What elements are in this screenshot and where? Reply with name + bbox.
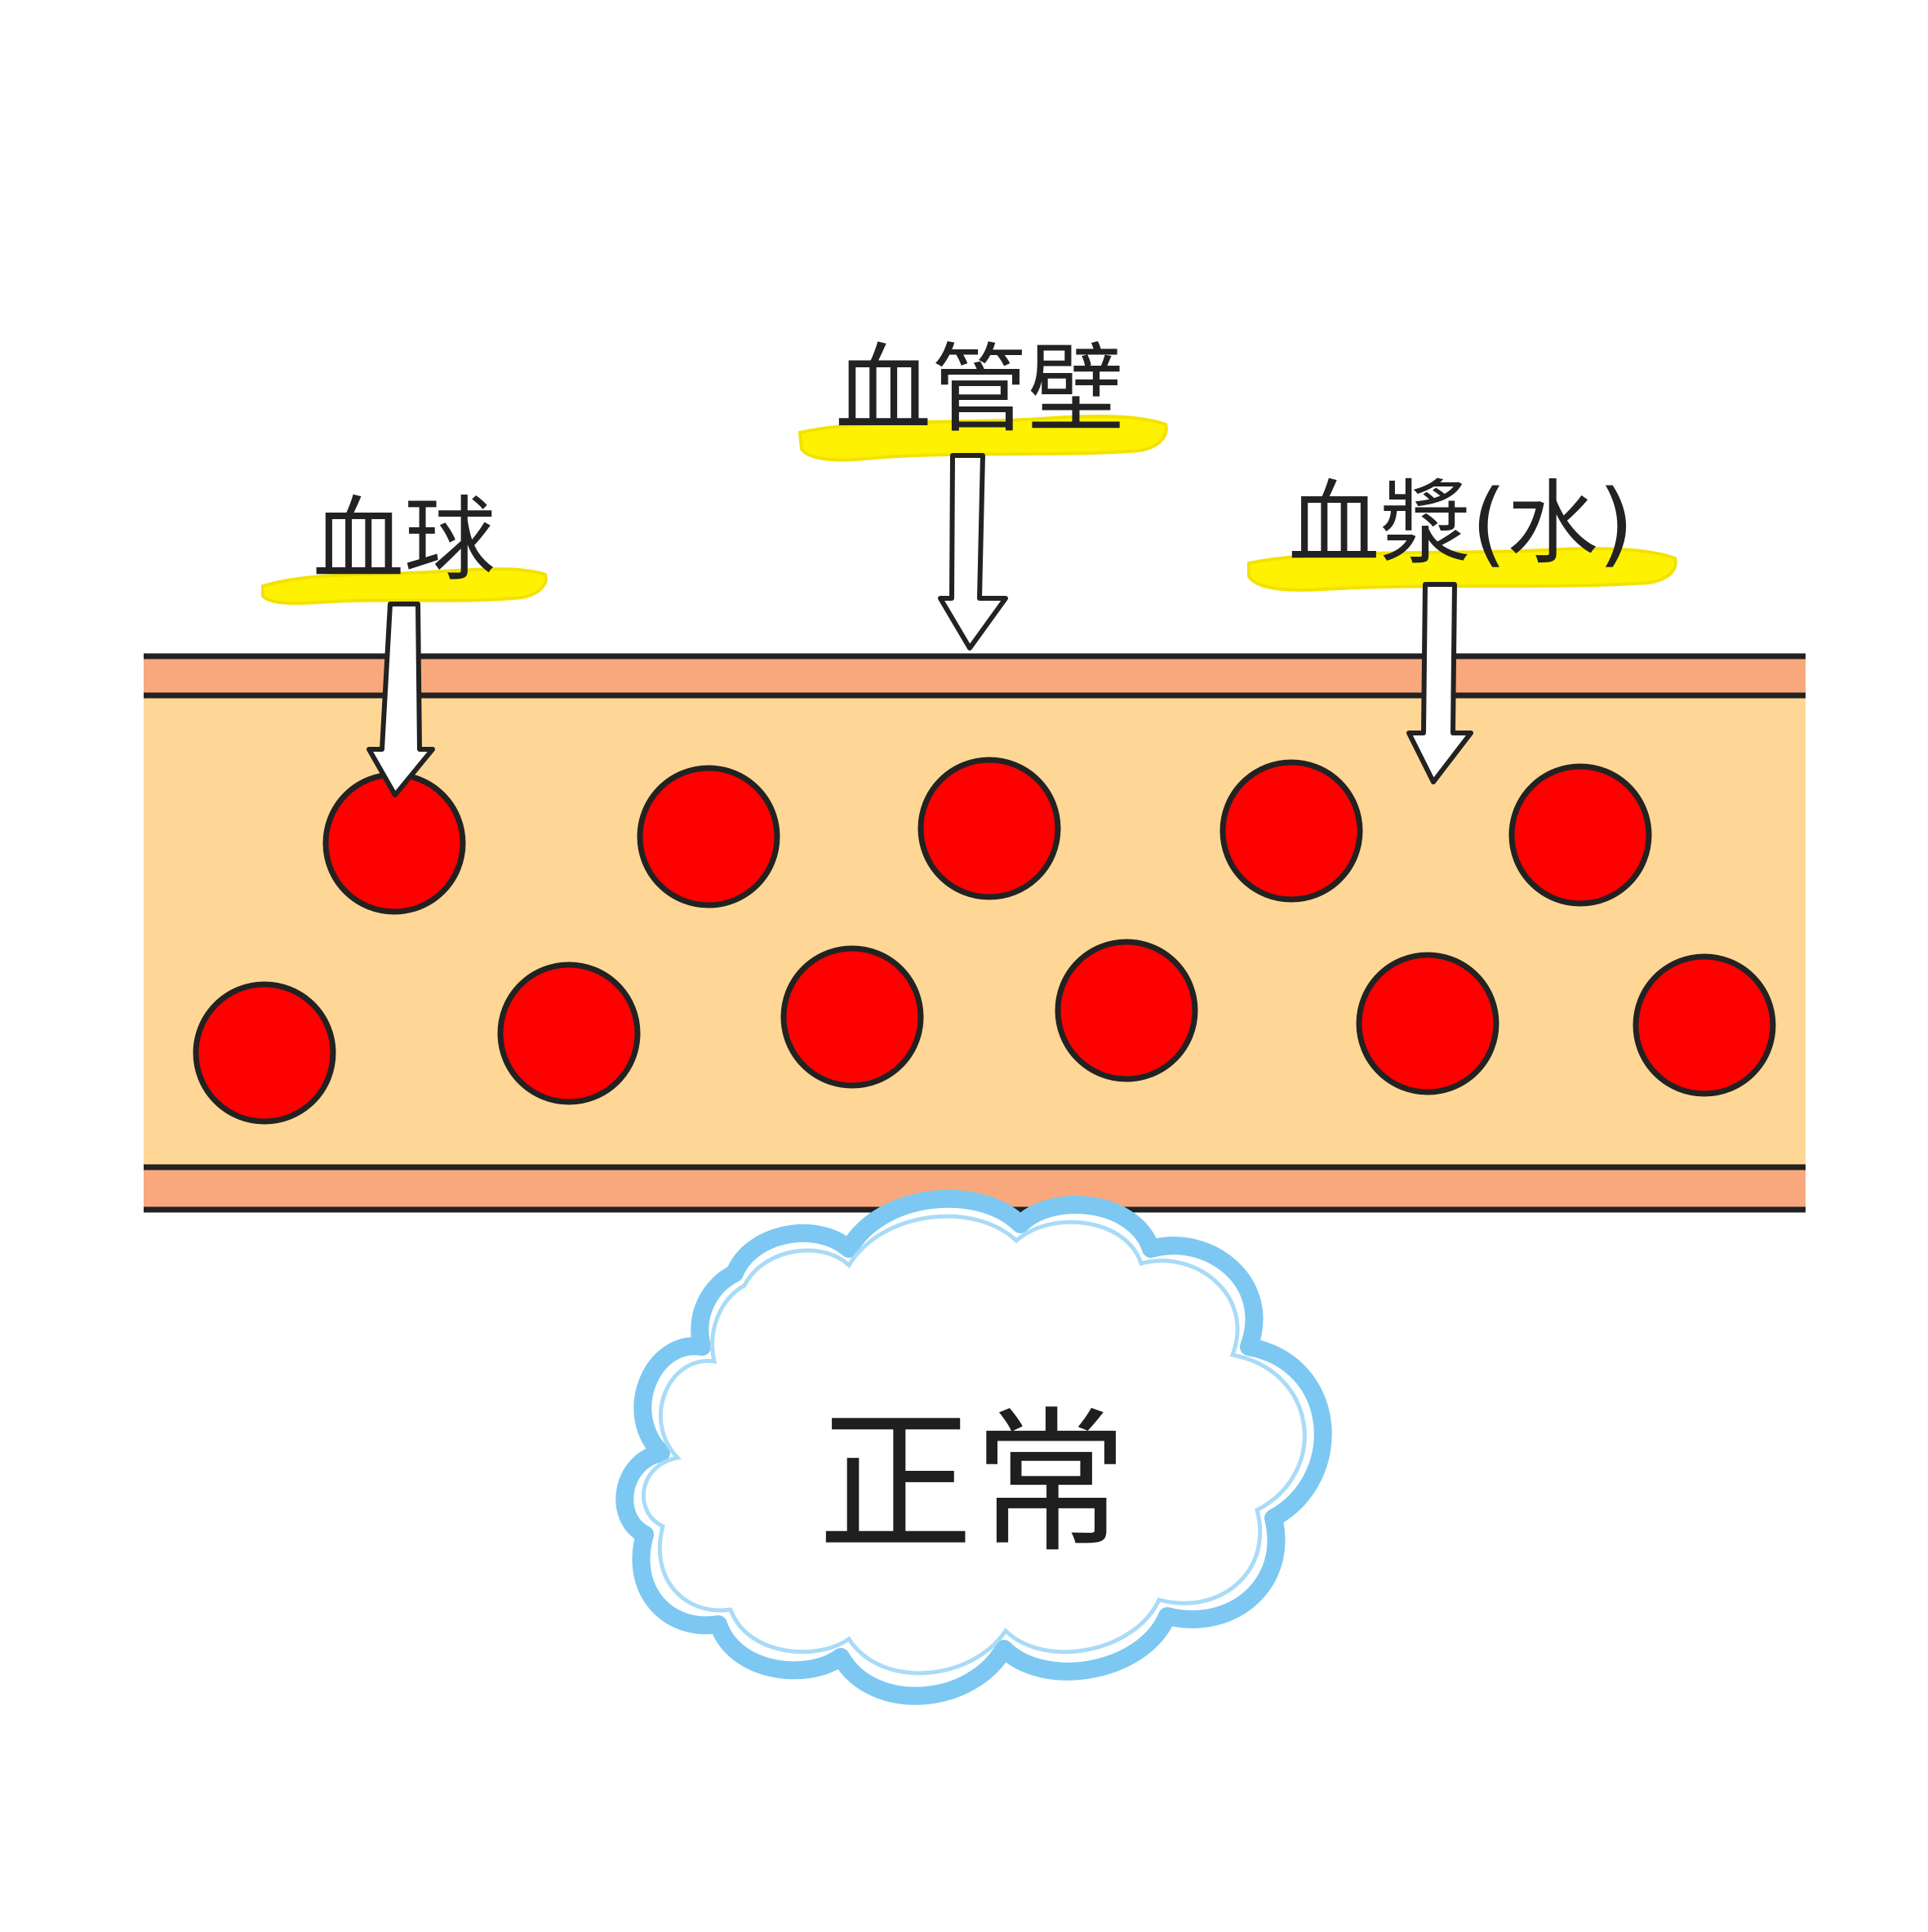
blood-cell <box>1633 953 1776 1097</box>
status-label: 正常 <box>818 1393 1128 1574</box>
status-cloud: 正常 <box>615 1189 1332 1705</box>
blood-cell <box>1356 952 1499 1095</box>
blood-cell <box>1055 939 1198 1082</box>
blood-cell <box>1508 763 1652 907</box>
highlight-plasma <box>1247 547 1677 592</box>
label-highlights <box>261 415 1677 606</box>
pointer-arrows <box>366 453 1473 797</box>
highlight-blood-cell <box>261 567 548 606</box>
cloud-outline-detail <box>642 1214 1307 1676</box>
arrow-blood-cell <box>366 602 435 797</box>
blood-cell <box>780 945 924 1089</box>
arrow-plasma <box>1406 582 1473 784</box>
cloud-shape <box>615 1189 1332 1705</box>
blood-cell <box>497 962 641 1105</box>
label-plasma: 血漿(水) <box>1288 471 1633 577</box>
arrow-vessel-wall <box>938 453 1008 651</box>
blood-cell <box>637 765 780 908</box>
label-blood-cell: 血球 <box>313 487 495 593</box>
label-vessel-wall: 血管壁 <box>835 333 1124 446</box>
highlight-vessel-wall <box>797 415 1168 462</box>
blood-cell <box>1219 759 1363 903</box>
blood-cell <box>917 757 1061 900</box>
blood-cells <box>193 757 1776 1125</box>
blood-cell <box>193 981 336 1125</box>
